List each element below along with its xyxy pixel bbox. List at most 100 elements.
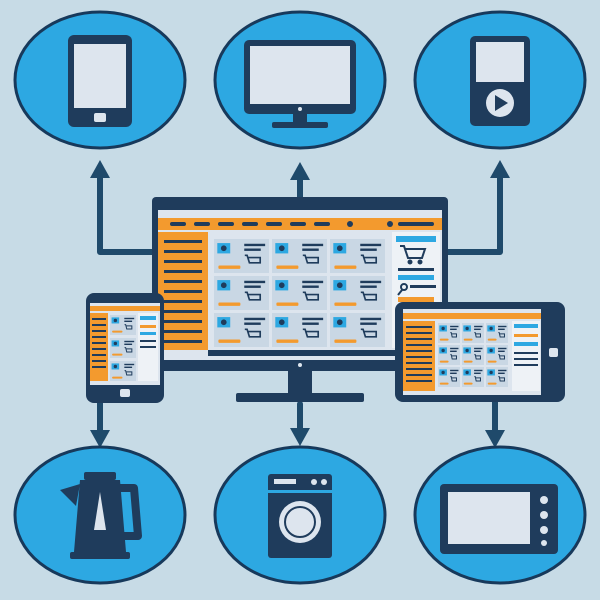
cart-icon xyxy=(450,332,457,338)
cart-icon xyxy=(124,370,133,376)
product-icon xyxy=(111,317,120,324)
product-icon xyxy=(487,347,495,354)
product-tile xyxy=(110,338,136,358)
microwave-icon xyxy=(440,484,558,554)
arrow-up-smartphone xyxy=(90,160,110,178)
cart-icon xyxy=(124,347,133,353)
product-tile xyxy=(486,345,508,365)
cart-icon xyxy=(302,291,320,301)
product-icon xyxy=(275,243,289,254)
cart-icon xyxy=(474,376,481,382)
cart-icon xyxy=(244,254,262,264)
phone-home-button xyxy=(120,389,130,397)
hub-tablet xyxy=(395,302,565,402)
desktop-stand-base xyxy=(236,393,364,402)
product-tile xyxy=(110,315,136,335)
product-grid xyxy=(214,239,385,347)
product-tile xyxy=(214,239,269,273)
product-icon xyxy=(333,280,347,291)
node-media-player xyxy=(413,10,587,150)
product-tile xyxy=(214,313,269,347)
desktop-stand-neck xyxy=(288,371,312,393)
cart-icon xyxy=(400,245,427,265)
product-tile xyxy=(462,367,484,387)
cart-icon xyxy=(360,291,378,301)
cart-icon xyxy=(360,254,378,264)
product-icon xyxy=(487,325,495,332)
product-tile xyxy=(214,276,269,310)
product-icon xyxy=(275,280,289,291)
product-icon xyxy=(333,243,347,254)
play-icon xyxy=(495,95,508,111)
product-tile xyxy=(486,323,508,343)
node-monitor xyxy=(213,10,387,150)
search-icon xyxy=(397,283,408,296)
cart-icon xyxy=(474,354,481,360)
product-tile xyxy=(330,276,385,310)
cart-icon xyxy=(244,328,262,338)
node-microwave xyxy=(413,445,587,585)
product-icon xyxy=(439,369,447,376)
tablet-home-button xyxy=(549,348,558,357)
arrow-up-monitor xyxy=(290,162,310,180)
hub-phone xyxy=(86,293,164,403)
product-icon xyxy=(111,363,120,370)
node-smartphone xyxy=(13,10,187,150)
product-icon xyxy=(275,317,289,328)
cart-icon xyxy=(450,354,457,360)
sidebar-lines xyxy=(164,240,202,343)
product-tile xyxy=(438,345,460,365)
product-icon xyxy=(217,280,231,291)
product-icon xyxy=(217,317,231,328)
cart-icon xyxy=(498,376,505,382)
cart-icon xyxy=(302,328,320,338)
cart-icon xyxy=(450,376,457,382)
product-icon xyxy=(463,347,471,354)
product-icon xyxy=(439,325,447,332)
cart-icon xyxy=(498,332,505,338)
product-icon xyxy=(333,317,347,328)
cart-icon xyxy=(302,254,320,264)
product-tile xyxy=(330,239,385,273)
cart-icon xyxy=(474,332,481,338)
cart-icon xyxy=(124,324,133,330)
product-tile xyxy=(110,361,136,381)
product-tile xyxy=(272,276,327,310)
navbar-items xyxy=(170,221,434,227)
power-led xyxy=(298,363,302,367)
washing-machine-icon xyxy=(268,474,332,558)
cart-icon xyxy=(498,354,505,360)
phone-product-grid xyxy=(110,315,136,381)
product-icon xyxy=(439,347,447,354)
cart-icon xyxy=(244,291,262,301)
node-washing-machine xyxy=(213,445,387,585)
store-footer-bar xyxy=(208,350,442,356)
product-tile xyxy=(438,323,460,343)
product-icon xyxy=(463,369,471,376)
arrowheads xyxy=(90,160,510,448)
product-tile xyxy=(330,313,385,347)
product-icon xyxy=(463,325,471,332)
product-tile xyxy=(462,323,484,343)
product-tile xyxy=(438,367,460,387)
arrow-up-media-player xyxy=(490,160,510,178)
product-tile xyxy=(272,313,327,347)
node-kettle xyxy=(13,445,187,585)
electric-kettle-icon xyxy=(60,472,142,559)
connector-media-player xyxy=(445,167,503,255)
arrow-down-washing-machine xyxy=(290,428,310,446)
product-tile xyxy=(272,239,327,273)
cart-icon xyxy=(360,328,378,338)
media-player-icon xyxy=(470,36,530,126)
product-tile xyxy=(486,367,508,387)
connector-smartphone xyxy=(97,167,155,255)
product-icon xyxy=(111,340,120,347)
product-tile xyxy=(462,345,484,365)
tablet-product-grid xyxy=(438,323,508,387)
product-icon xyxy=(487,369,495,376)
product-icon xyxy=(217,243,231,254)
connectors xyxy=(97,167,503,441)
arrow-down-kettle xyxy=(90,430,110,448)
